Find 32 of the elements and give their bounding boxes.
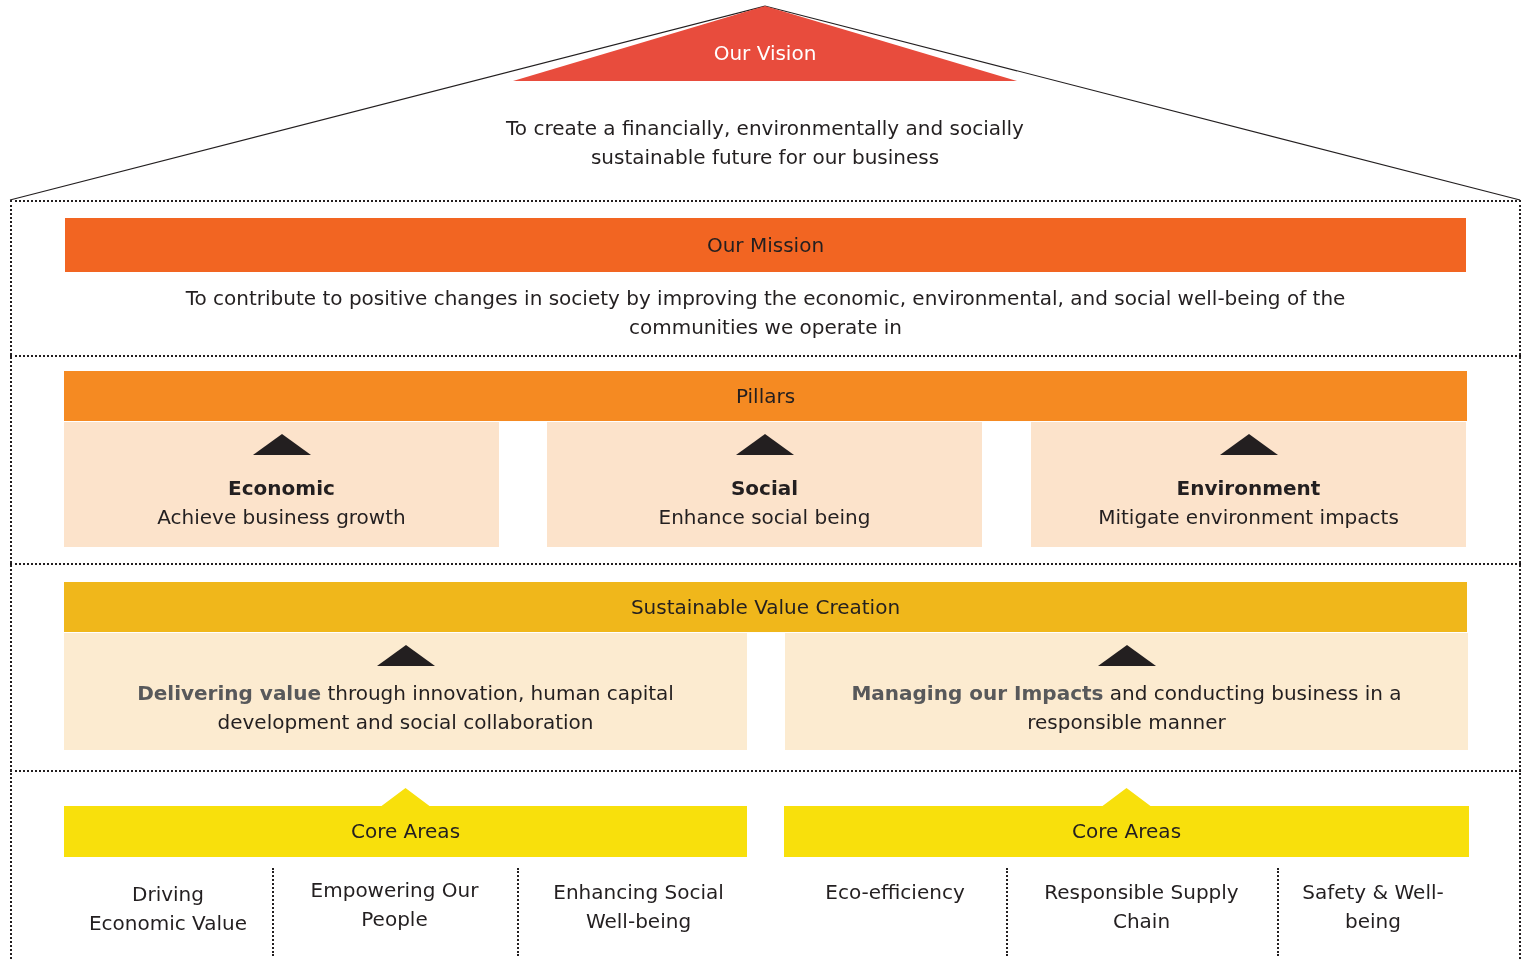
value-card <box>64 633 747 750</box>
core-area-label: Eco-efficiency <box>825 879 965 906</box>
core-area-label: Responsible Supply Chain <box>1043 879 1240 935</box>
core-area-label: Enhancing Social Well-being <box>552 879 725 935</box>
heading: Sustainable Value Creation <box>630 594 901 621</box>
heading: Core Areas <box>350 818 461 845</box>
core-area-label: Safety & Well-being <box>1301 879 1445 935</box>
heading: Pillars <box>735 383 796 410</box>
vision-roof <box>10 6 1520 200</box>
value-statement: Managing our Impacts and conducting business in a responsible manner <box>850 680 1403 736</box>
vision-statement: To create a financially, environmentally and socially sustainable future for our business <box>505 115 1025 171</box>
pillar-card <box>547 422 982 547</box>
pillar-card <box>64 422 499 547</box>
value-card <box>785 633 1468 750</box>
core-area-label: Driving Economic Value <box>87 881 249 937</box>
pillar-title: Environment <box>1176 475 1321 502</box>
core-areas-banner <box>784 788 1469 857</box>
pillar-description: Enhance social being <box>658 504 871 531</box>
mission-statement: To contribute to positive changes in society by improving the economic, environmental, and social well-being of the communities we operate in <box>184 285 1347 341</box>
pillar-title: Social <box>730 475 799 502</box>
pillar-description: Mitigate environment impacts <box>1098 504 1399 531</box>
pillar-title: Economic <box>228 475 335 502</box>
heading: Core Areas <box>1071 818 1182 845</box>
value-statement: Delivering value through innovation, human capital development and social collaboration <box>136 680 675 736</box>
pillar-card <box>1031 422 1466 547</box>
core-area-label: Empowering Our People <box>309 877 480 933</box>
value-creation-banner <box>64 582 1467 632</box>
heading: Our Mission <box>706 232 825 259</box>
pillars-banner <box>64 371 1467 421</box>
heading: Our Vision <box>713 40 817 67</box>
pillar-description: Achieve business growth <box>157 504 406 531</box>
core-areas-banner <box>64 788 747 857</box>
